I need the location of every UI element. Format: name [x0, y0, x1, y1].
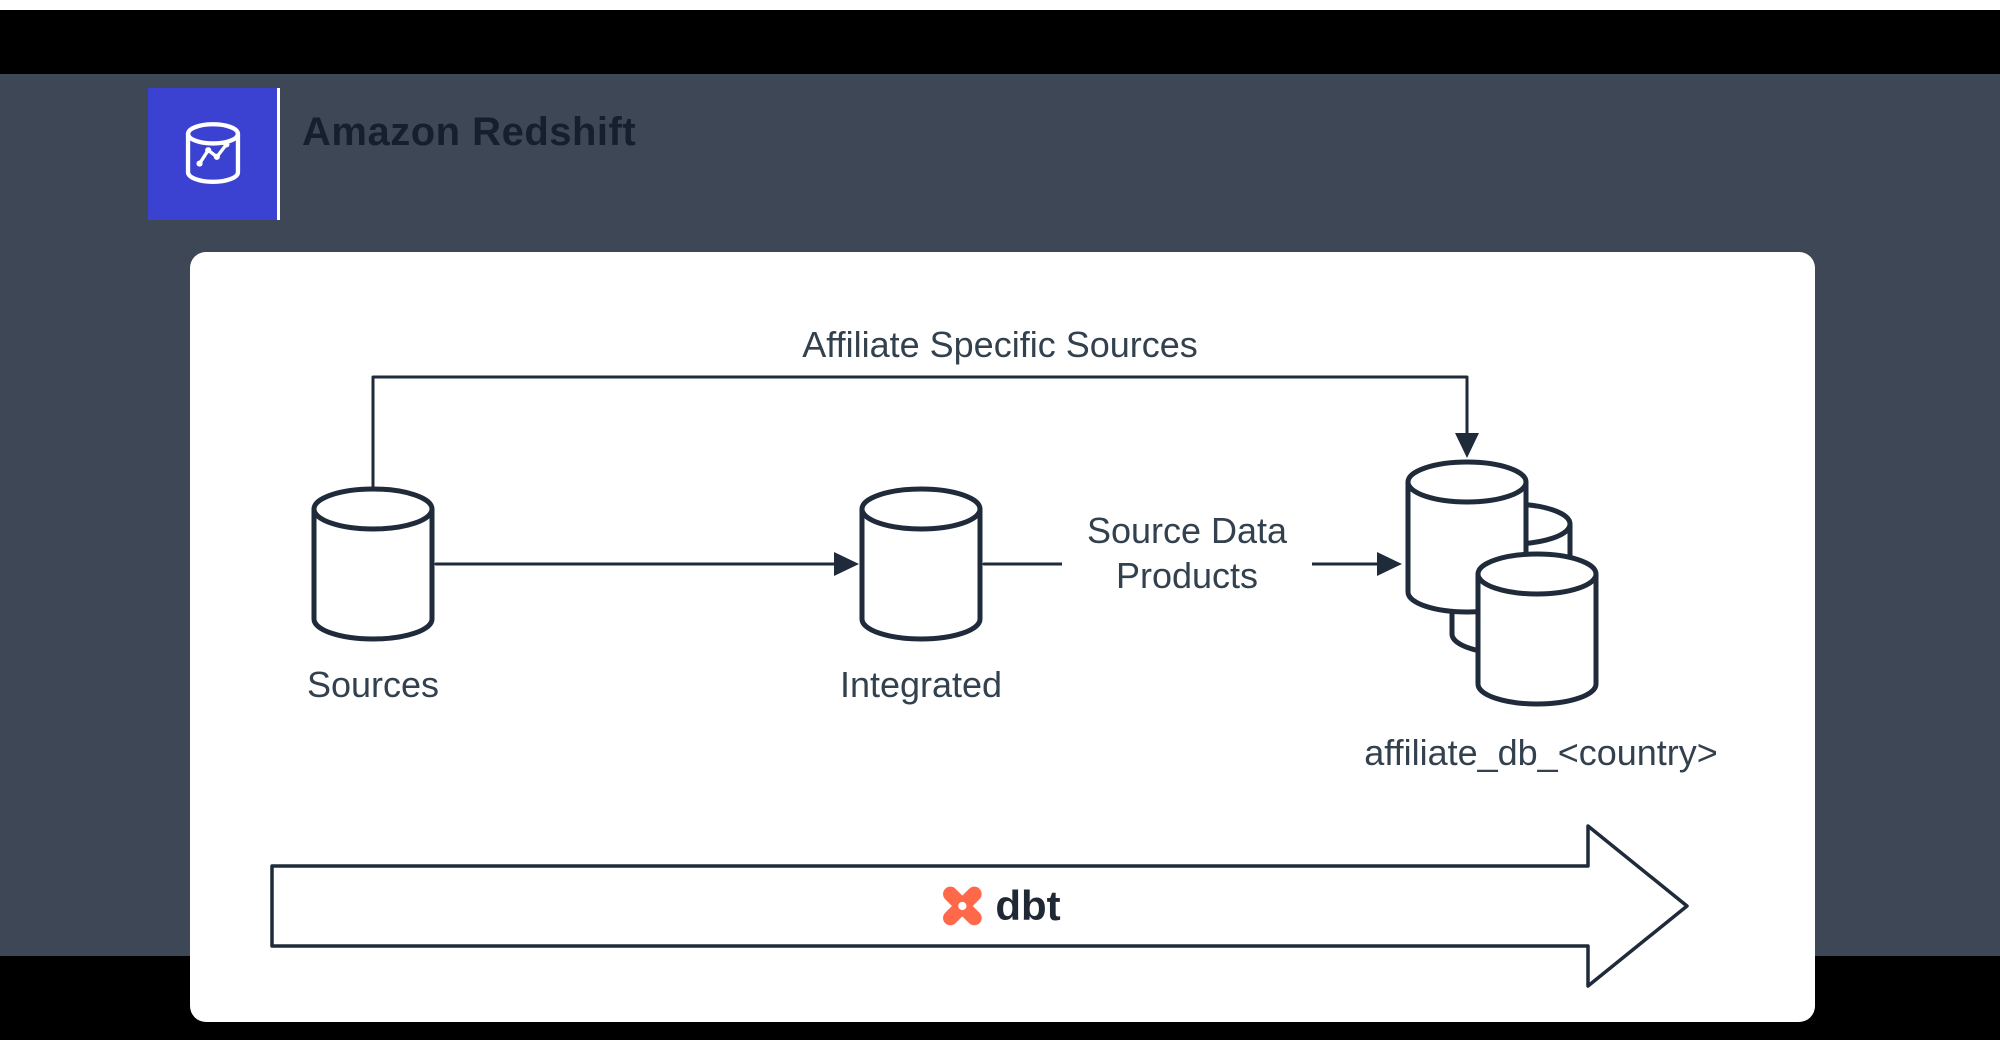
- pipeline-arrow-shape: [270, 824, 1689, 988]
- sources-node-label: Sources: [306, 664, 440, 705]
- affiliate-database-stack-icon: [1405, 459, 1599, 707]
- page-title: Amazon Redshift: [302, 110, 637, 154]
- dbt-logo-icon: [943, 886, 982, 926]
- connector-affiliate-specific-sources: [371, 375, 1479, 491]
- affiliate-specific-sources-label: Affiliate Specific Sources: [802, 324, 1198, 365]
- dark-background: Affiliate Specific Sources Source Data P…: [0, 74, 2000, 1022]
- source-data-products-label: Source Data Products: [1062, 508, 1312, 598]
- sources-database-icon: [311, 486, 435, 642]
- connector-sources-to-integrated: [434, 552, 859, 576]
- integrated-database-icon: [859, 486, 983, 642]
- database-chart-glyph-icon: [185, 122, 240, 184]
- arrowhead-right-icon: [1377, 552, 1402, 576]
- dbt-label: dbt: [995, 882, 1061, 929]
- arrowhead-right-icon: [834, 552, 859, 576]
- redshift-panel: Affiliate Specific Sources Source Data P…: [190, 252, 1815, 1022]
- diagram-canvas: [270, 375, 1689, 988]
- integrated-node-label: Integrated: [839, 664, 1003, 705]
- top-black-band: [0, 10, 2000, 74]
- dbt-branding: dbt: [939, 882, 1061, 930]
- database-cylinder-icon: [1475, 551, 1599, 707]
- amazon-redshift-icon: [148, 88, 280, 220]
- arrowhead-down-icon: [1455, 433, 1479, 458]
- affiliate-db-node-label: affiliate_db_<country>: [1364, 732, 1718, 773]
